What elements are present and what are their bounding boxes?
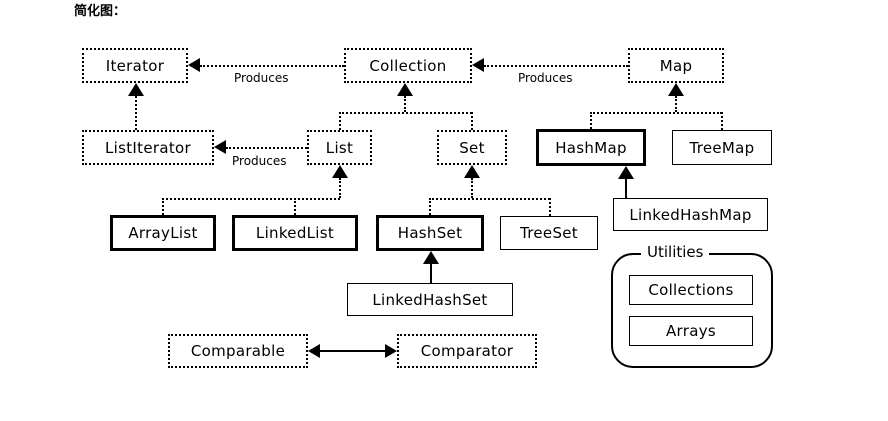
node-map[interactable]: Map bbox=[628, 48, 724, 83]
edge-map-produces-collection bbox=[484, 65, 628, 67]
edge-comparable-comparator bbox=[320, 350, 385, 352]
edge-branch-to-arraylist bbox=[162, 198, 164, 215]
node-label-hashset: HashSet bbox=[397, 224, 463, 242]
node-linkedhashset[interactable]: LinkedHashSet bbox=[347, 283, 513, 316]
node-linkedhashmap[interactable]: LinkedHashMap bbox=[613, 198, 768, 231]
node-linkedlist[interactable]: LinkedList bbox=[232, 215, 358, 251]
edge-label-produces-iterator: Produces bbox=[232, 71, 291, 85]
node-label-treemap: TreeMap bbox=[689, 138, 755, 157]
node-listiterator[interactable]: ListIterator bbox=[82, 130, 214, 165]
node-treeset[interactable]: TreeSet bbox=[500, 216, 598, 250]
node-hashset[interactable]: HashSet bbox=[376, 215, 484, 251]
edge-branch-to-hashset bbox=[429, 198, 431, 215]
inheritance-triangle-list bbox=[332, 165, 348, 178]
edge-set-branch-bus bbox=[429, 198, 550, 200]
node-treemap[interactable]: TreeMap bbox=[672, 130, 772, 165]
node-collections[interactable]: Collections bbox=[629, 275, 753, 305]
node-label-map: Map bbox=[659, 56, 693, 75]
inheritance-triangle-map bbox=[668, 83, 684, 96]
node-iterator[interactable]: Iterator bbox=[82, 48, 188, 83]
inheritance-triangle-hashset bbox=[423, 251, 439, 264]
inheritance-triangle-hashmap bbox=[618, 166, 634, 179]
edge-branch-to-list bbox=[339, 112, 341, 130]
edge-set-branch-stem bbox=[471, 178, 473, 198]
edge-listiterator-realizes-iterator bbox=[135, 96, 137, 130]
edge-branch-to-linkedlist bbox=[294, 198, 296, 215]
edge-branch-to-hashmap bbox=[590, 112, 592, 129]
node-set[interactable]: Set bbox=[437, 130, 507, 165]
arrowhead-into-comparator bbox=[385, 344, 397, 358]
arrowhead-into-listiterator bbox=[214, 140, 226, 154]
inheritance-triangle-collection bbox=[397, 83, 413, 96]
node-label-linkedhashset: LinkedHashSet bbox=[372, 290, 488, 309]
node-label-arrays: Arrays bbox=[665, 322, 716, 340]
edge-collection-produces-iterator bbox=[200, 65, 344, 67]
edge-list-branch-stem bbox=[339, 178, 341, 198]
edge-branch-to-set bbox=[471, 112, 473, 130]
edge-list-branch-bus bbox=[162, 198, 340, 200]
edge-label-produces-listiterator: Produces bbox=[230, 154, 289, 168]
edge-collection-branch-bus bbox=[339, 112, 472, 114]
page-title: 简化图： bbox=[74, 4, 127, 19]
edge-linkedhashset-extends-hashset bbox=[430, 264, 432, 283]
inheritance-triangle-iterator bbox=[128, 83, 144, 96]
node-label-listiterator: ListIterator bbox=[105, 138, 191, 157]
node-label-iterator: Iterator bbox=[105, 56, 165, 75]
edge-collection-branch-stem bbox=[404, 96, 406, 112]
node-list[interactable]: List bbox=[307, 130, 372, 165]
node-label-arraylist: ArrayList bbox=[128, 224, 198, 242]
node-label-hashmap: HashMap bbox=[555, 138, 627, 157]
edge-branch-to-treeset bbox=[549, 198, 551, 216]
edge-label-produces-collection: Produces bbox=[516, 71, 575, 85]
edge-map-branch-bus bbox=[590, 112, 722, 114]
node-arraylist[interactable]: ArrayList bbox=[110, 215, 216, 251]
edge-map-branch-stem bbox=[675, 96, 677, 112]
utilities-group bbox=[611, 253, 773, 368]
edge-list-produces-listiterator bbox=[226, 147, 307, 149]
node-label-linkedlist: LinkedList bbox=[255, 224, 335, 242]
node-comparator[interactable]: Comparator bbox=[397, 334, 537, 368]
node-collection[interactable]: Collection bbox=[344, 48, 472, 83]
arrowhead-into-collection bbox=[472, 58, 484, 72]
utilities-group-label: Utilities bbox=[641, 243, 710, 261]
node-comparable[interactable]: Comparable bbox=[168, 334, 308, 368]
node-label-linkedhashmap: LinkedHashMap bbox=[629, 205, 752, 224]
node-label-collections: Collections bbox=[648, 281, 734, 299]
node-label-comparator: Comparator bbox=[420, 342, 514, 360]
arrowhead-into-comparable bbox=[308, 344, 320, 358]
arrowhead-into-iterator bbox=[188, 58, 200, 72]
edge-linkedhashmap-extends-hashmap bbox=[625, 179, 627, 198]
node-arrays[interactable]: Arrays bbox=[629, 316, 753, 346]
node-label-set: Set bbox=[459, 138, 485, 157]
edge-branch-to-treemap bbox=[721, 112, 723, 130]
node-label-list: List bbox=[325, 138, 354, 157]
node-hashmap[interactable]: HashMap bbox=[536, 129, 646, 166]
node-label-treeset: TreeSet bbox=[520, 224, 578, 242]
inheritance-triangle-set bbox=[464, 165, 480, 178]
node-label-collection: Collection bbox=[369, 56, 447, 75]
node-label-comparable: Comparable bbox=[190, 342, 286, 360]
